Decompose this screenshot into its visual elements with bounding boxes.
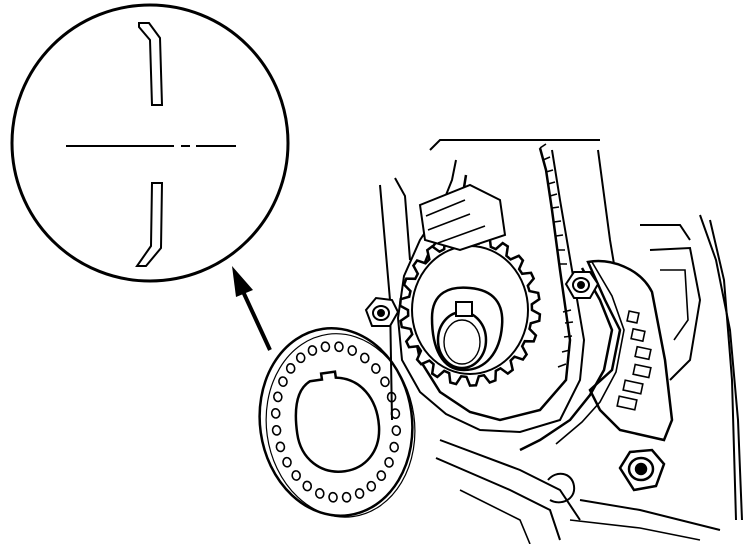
plate-hole (376, 470, 387, 482)
plate-hole (295, 352, 306, 364)
detail-magnifier (10, 3, 290, 283)
plate-hole (271, 424, 282, 436)
callout-arrow (232, 266, 272, 351)
plate-hole (282, 456, 292, 468)
arrow-head (232, 266, 253, 297)
flange-bolt-lower (618, 448, 666, 492)
plate-hole (291, 470, 301, 481)
plate-hole (302, 480, 313, 492)
lower-housing (435, 439, 721, 544)
plate-hole (389, 441, 399, 453)
lower-timing-mark (135, 182, 164, 267)
small-pulley (547, 472, 576, 504)
plate-hole (366, 480, 377, 492)
plate-hole (359, 352, 370, 364)
plate-hole (275, 441, 286, 453)
belt-teeth (539, 143, 574, 368)
plate-hole (273, 391, 283, 403)
plate-hole (328, 491, 338, 503)
plate-hole (380, 376, 390, 388)
plate-hole (314, 488, 325, 499)
crank-pulse-plate (258, 327, 416, 518)
plate-hole (320, 341, 331, 353)
plate-hole (391, 425, 402, 436)
plate-hole (334, 341, 344, 353)
housing-edge-right (699, 214, 743, 521)
plate-hole (278, 376, 288, 387)
plate-hole (371, 363, 381, 374)
flange-bolt-upper (564, 271, 600, 299)
plate-hole (347, 345, 358, 356)
plate-hole (285, 362, 296, 374)
detail-circle-outline (10, 3, 290, 283)
plate-hole (384, 457, 394, 468)
plate-hole (307, 345, 318, 356)
flange-bolt-left (364, 296, 400, 327)
plate-hole (354, 488, 365, 499)
plate-center-bore (294, 370, 381, 473)
engine-assembly (379, 139, 743, 544)
belt-tensioner-bracket (519, 246, 702, 452)
plate-hole (270, 408, 281, 419)
woodruff-key (455, 301, 473, 317)
upper-timing-mark (138, 22, 164, 106)
plate-hole (341, 491, 352, 503)
bracket-slots (616, 310, 652, 411)
crankshaft-sprocket (398, 183, 542, 387)
